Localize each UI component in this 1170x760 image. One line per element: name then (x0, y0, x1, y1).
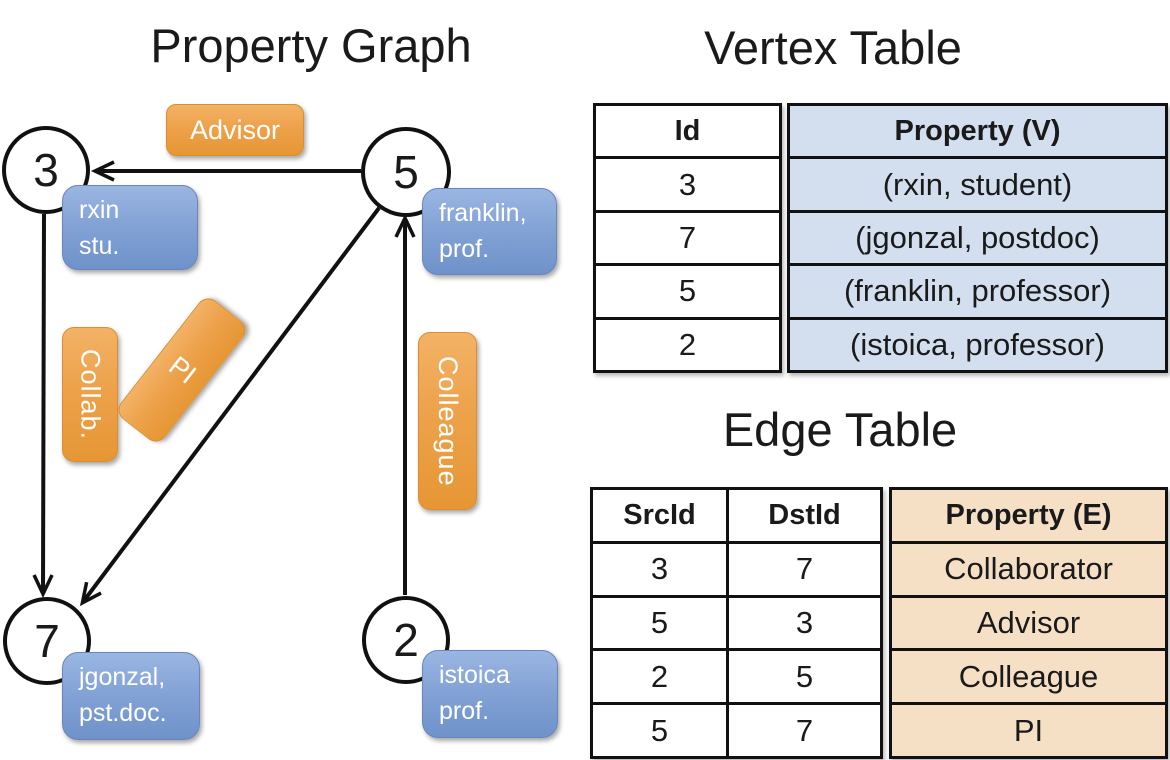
edge-table-cell: PI (892, 702, 1165, 756)
edge-label-text: Colleague (433, 355, 463, 487)
vertex-table-cell: 7 (596, 209, 779, 263)
prop-line: stu. (79, 232, 120, 261)
edge-table-cell: 2 (593, 651, 729, 703)
edge-label-text: PI (163, 349, 202, 390)
vertex-prop-box-7: jgonzal, pst.doc. (62, 652, 200, 740)
prop-line: jgonzal, (79, 663, 166, 691)
vertex-table-title: Vertex Table (704, 21, 962, 74)
edge-pi-5-7 (79, 206, 381, 607)
vertex-table-cell: 2 (596, 316, 779, 370)
prop-line: pst.doc. (79, 699, 167, 728)
vertex-prop-box-2: istoica prof. (422, 650, 558, 738)
edge-label-colleague: Colleague (418, 332, 477, 510)
vertex-table-cell: 3 (596, 156, 779, 209)
edge-table-cell: 3 (795, 604, 814, 640)
edge-table-id-columns: SrcId DstId 3 7 5 3 2 5 5 7 (590, 487, 883, 759)
prop-line: prof. (439, 697, 490, 726)
edge-table-header-row: SrcId DstId (593, 490, 880, 541)
edge-table-cell: 5 (795, 658, 814, 694)
vertex-id-label: 3 (33, 144, 59, 196)
edge-table-property-column: Property (E) Collaborator Advisor Collea… (889, 487, 1168, 759)
vertex-table-id-column: Id 3 7 5 2 (593, 103, 782, 373)
edge-table-row: 5 3 (593, 594, 880, 649)
edge-label-collab: Collab. (62, 327, 118, 462)
vertex-node-5: 5 (361, 127, 451, 217)
edge-label-advisor: Advisor (166, 104, 304, 156)
edge-table-cell: 5 (593, 705, 729, 756)
edge-table-cell: Collaborator (892, 540, 1165, 595)
prop-line: rxin (79, 196, 120, 224)
vertex-table-cell: (istoica, professor) (790, 316, 1165, 370)
prop-line: prof. (439, 235, 490, 264)
edge-table-row: 2 5 (593, 648, 880, 703)
graph-edges (32, 160, 416, 607)
edge-table-cell: 7 (795, 712, 814, 748)
vertex-prop-box-3: rxin stu. (62, 185, 198, 270)
edge-label-text: Collab. (75, 348, 106, 441)
vertex-table-header-id: Id (674, 114, 701, 147)
vertex-table-cell: 5 (596, 263, 779, 316)
property-graph-title: Property Graph (150, 19, 472, 72)
vertex-node-2: 2 (362, 596, 450, 684)
vertex-table-property-column: Property (V) (rxin, student) (jgonzal, p… (787, 103, 1168, 373)
edge-collab-3-7 (32, 213, 54, 599)
vertex-table-cell: (jgonzal, postdoc) (790, 209, 1165, 263)
edge-table-row: 3 7 (593, 540, 880, 595)
edge-table-row: 5 7 (593, 702, 880, 756)
vertex-prop-box-5: franklin, prof. (422, 188, 557, 275)
edge-table-title: Edge Table (722, 403, 958, 456)
vertex-id-label: 2 (393, 614, 419, 666)
prop-line: franklin, (439, 199, 527, 227)
edge-table-header-property: Property (E) (945, 498, 1112, 531)
vertex-table-header-property: Property (V) (894, 114, 1061, 147)
edge-table-cell: 7 (795, 551, 814, 587)
vertex-id-label: 5 (393, 146, 419, 198)
edge-table-cell: 5 (593, 597, 729, 649)
vertex-id-label: 7 (34, 615, 60, 667)
edge-table-header-dstid: DstId (768, 498, 841, 531)
edge-table-cell: Advisor (892, 594, 1165, 649)
edge-label-text: Advisor (189, 114, 281, 145)
vertex-table-cell: (franklin, professor) (790, 263, 1165, 316)
prop-line: istoica (439, 661, 510, 689)
vertex-table-cell: (rxin, student) (790, 156, 1165, 209)
edge-table-header-srcid: SrcId (593, 490, 729, 541)
edge-table-cell: Colleague (892, 648, 1165, 702)
edge-table-cell: 3 (593, 543, 729, 595)
